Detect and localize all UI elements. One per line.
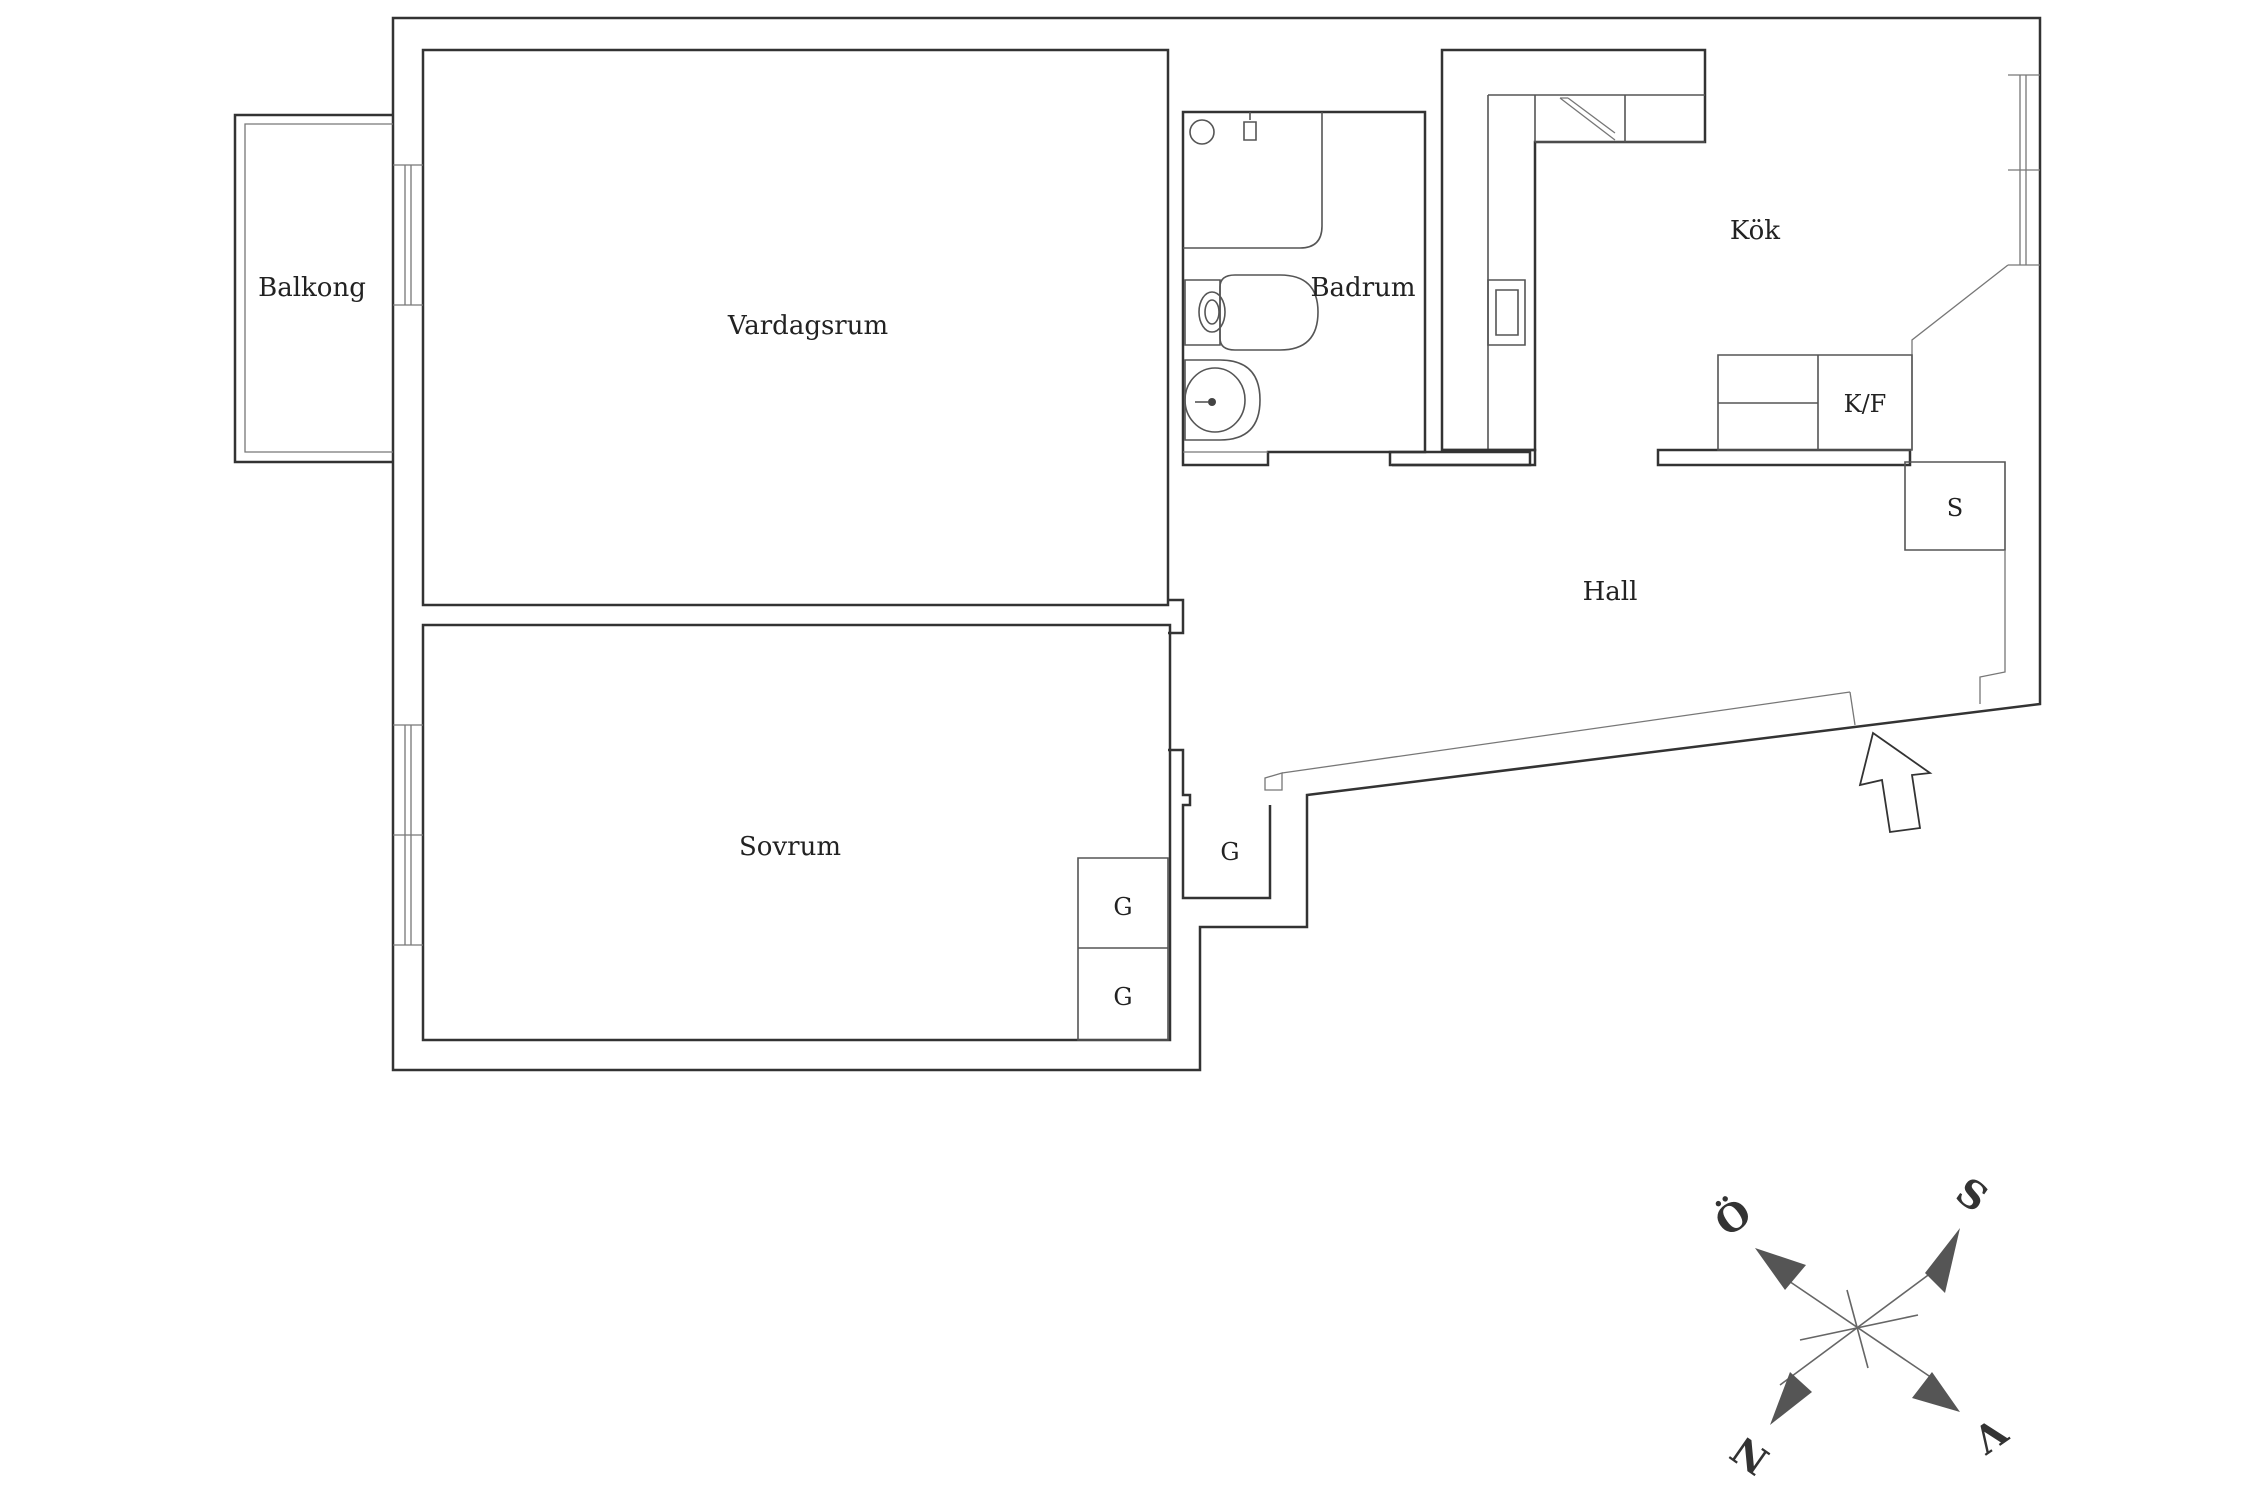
compass-label-north: N xyxy=(1723,1427,1777,1484)
kitchen-angled-wall xyxy=(1911,264,2009,450)
compass-label-south: S xyxy=(1948,1168,1996,1221)
compass-rose: Ö S N V xyxy=(1707,1168,2017,1484)
label-kok: Kök xyxy=(1730,216,1780,246)
fridge-freezer xyxy=(1717,354,1913,451)
outer-walls xyxy=(391,16,2042,1072)
kitchen-counter xyxy=(1392,48,1912,467)
label-garderob-hall: G xyxy=(1220,838,1239,866)
bedroom-wardrobes xyxy=(1077,857,1169,1041)
fixture-labels: K/F S G G G xyxy=(1113,390,1963,1011)
label-sovrum: Sovrum xyxy=(739,832,841,862)
compass-label-east: Ö xyxy=(1707,1189,1760,1245)
toilet xyxy=(1184,274,1319,351)
label-balkong: Balkong xyxy=(258,273,366,303)
label-garderob-sovrum-2: G xyxy=(1113,983,1132,1011)
balcony xyxy=(233,113,393,464)
interior-walls xyxy=(1168,598,1272,900)
label-badrum: Badrum xyxy=(1310,273,1415,303)
label-hall: Hall xyxy=(1583,577,1638,607)
room-labels: Balkong Vardagsrum Badrum Kök Hall Sovru… xyxy=(258,216,1780,862)
label-kyl-frys: K/F xyxy=(1844,390,1887,418)
entrance-arrow xyxy=(1858,731,1933,834)
hall-entry-wall xyxy=(1264,691,1856,791)
shower xyxy=(1183,112,1323,249)
label-skap: S xyxy=(1947,494,1963,522)
compass-arrow-west xyxy=(1912,1372,1960,1412)
label-garderob-sovrum-1: G xyxy=(1113,893,1132,921)
washbasin xyxy=(1184,359,1261,441)
windows-east xyxy=(2008,74,2040,266)
compass-arrow-south xyxy=(1925,1228,1960,1293)
compass-label-west: V xyxy=(1964,1408,2016,1463)
compass-arrow-east xyxy=(1755,1248,1806,1290)
label-vardagsrum: Vardagsrum xyxy=(727,311,888,341)
hall-storage xyxy=(1904,461,2006,704)
windows-west xyxy=(393,164,423,946)
